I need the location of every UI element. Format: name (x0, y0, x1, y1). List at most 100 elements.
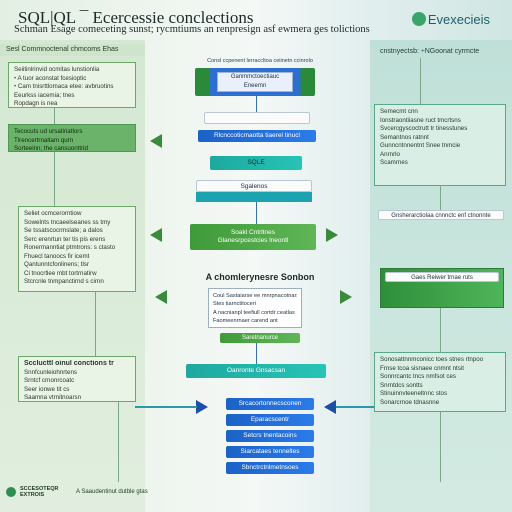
connector-line (256, 96, 257, 112)
left-card-3-line: Fhuecl tanoocs fir icemt (24, 252, 90, 260)
center-green-box-line: Glanesrpcestcies lneontl (217, 237, 289, 244)
connector-line (256, 343, 257, 364)
left-card-1: Seiitinlrinvid ocmitas lunstionlia A tuo… (8, 62, 136, 108)
center-teal-bar: SQLE (210, 156, 302, 170)
left-card-3-line: Cl tnocrtlee mbt tortrnatirw (24, 269, 97, 277)
left-card-1-line: Seiitinlrinvid ocmitas lunstionlia (14, 66, 100, 73)
right-card-2: Sonosattnnmconicc toes stnes rtnpoo Frns… (374, 352, 506, 412)
left-card-4-line: Seer ionwe tit cs (24, 385, 70, 393)
connector-line (336, 406, 376, 408)
left-card-3-line: Serc erenrtun ter tis pis erens (24, 235, 106, 243)
left-card-4-head: Scclucttl oinul conctions tr (24, 360, 114, 367)
left-card-3: Seliet ocmcerorntiow Sowelnts tncaeelsea… (18, 206, 136, 292)
footer-note: A Saaudentinut dutble gtas (76, 489, 148, 495)
right-header: cnstnyectsb: ÷NGoonat cyrmcte (380, 48, 480, 55)
center-list-item: Stes tiarnctitoceri (213, 301, 256, 308)
left-footer: SCCESOTEQR EXTROIS A Saaudentinut dutble… (6, 486, 148, 498)
center-list-item: Coul Sastaiarse ee mnrpnacotnars (213, 293, 297, 299)
center-header-line: Ganmmctoectiauc (230, 74, 280, 80)
left-card-3-line: Se tssatscocrmslate; a dalos (24, 227, 103, 234)
right-card-1-line: Semantnos ratnnt (380, 133, 429, 141)
center-blue-stack: Srcacortonnecsconen Eparacscentr Setcrs … (226, 398, 314, 474)
arrow-left-icon (150, 228, 162, 242)
center-list-box: Coul Sastaiarse ee mnrpnacotnars Stes ti… (208, 288, 302, 328)
center-white-bar (204, 112, 310, 124)
left-card-4-line: Saamna vtrnitnoarsn (24, 394, 82, 401)
connector-line (135, 406, 197, 408)
arrow-left-blue-icon (324, 400, 336, 414)
center-list-item: A nacnianpl teefiull cortdr ceatlas (213, 309, 295, 316)
center-stack-item: Setcrs tnentacoins (226, 430, 314, 442)
left-card-1-line: A tuor aconstat fcesioptic (14, 75, 130, 84)
center-green-box: Soakl Cntrltnes Glanesrpcestcies lneontl (190, 224, 316, 250)
center-stack-item: Sbnctrctnlmetnsoes (226, 462, 314, 474)
right-card-2-line: Snrntdcs sontts (380, 381, 423, 389)
right-card-2-line: Stinuinnvteeneltnnc stos (380, 390, 448, 397)
right-card-1-line: Gunncntnnentnt Snee tnmcie (380, 142, 461, 149)
arrow-left-icon (155, 290, 167, 304)
left-card-2-line: Tlrencertrnaltam qurn (14, 136, 74, 144)
center-stack-item: Eparacscentr (226, 414, 314, 426)
left-card-2-line: Sorteeinn; the cansuonttrid (14, 145, 88, 152)
center-green-box-line: Soakl Cntrltnes (230, 229, 276, 236)
right-card-2-line: Sonosattnnmconicc toes stnes rtnpoo (380, 356, 484, 363)
arrow-right-icon (326, 228, 338, 242)
center-list-item: Faomeenrnaer carend ant (213, 317, 278, 324)
left-card-4-line: Snnfcunleiohnrtens (24, 368, 77, 376)
brand-logo: Evexecieis (411, 12, 490, 27)
connector-line (440, 412, 441, 482)
left-card-1-line: Eeurkss iacemia; tnes (14, 91, 75, 99)
connector-line (256, 202, 257, 224)
connector-line (54, 152, 55, 206)
arrow-left-icon (150, 134, 162, 148)
center-teal-strip (196, 192, 312, 202)
left-card-3-line: Sowelnts tncaeelseanes ss tmy (24, 218, 111, 226)
left-card-4-line: Srntcf crnonrcoatc (24, 377, 75, 384)
connector-line (440, 186, 441, 210)
left-card-1-line: Ropdagn is nea (14, 100, 58, 107)
left-card-3-line: Seliet ocmcerorntiow (24, 210, 82, 217)
left-card-1-line: Cam tnisrttlomaca etee: avbruotins (14, 83, 130, 92)
connector-line (118, 402, 119, 482)
brand-name: Evexecieis (427, 12, 490, 27)
footer-logo-text: SCCESOTEQR EXTROIS (20, 486, 59, 498)
left-card-4: Scclucttl oinul conctions tr Snnfcunleio… (18, 356, 136, 402)
right-card-1-line: Semecmt cnn (380, 108, 418, 115)
right-card-2-line: Sonnrcantc tncs nmfsot ces (380, 373, 457, 380)
left-card-3-line: Ronermanntiat ptmtrons: s ctasto (24, 244, 116, 251)
arrow-right-icon (340, 290, 352, 304)
left-card-2: Tecocuts ud ursatiriatlors Tlrencertrnal… (8, 124, 136, 152)
page-title: SQL|QL ¯ Ecercessie conclections (18, 8, 254, 27)
right-card-1: Semecmt cnn Ionstraontiiasne ruct tmcrts… (374, 104, 506, 186)
arrow-right-blue-icon (196, 400, 208, 414)
footer-logo-icon (6, 487, 16, 497)
center-blue-bar: Rlcnccoticmaotta tiaerel tinucl (198, 130, 316, 142)
right-white-bar: Gnsherarctiolaa cnnnctc enf ctnonnte (378, 210, 504, 220)
center-teal-banner: Oanronte Gnsacsan (186, 364, 326, 378)
center-stack-item: Srcacortonnecsconen (226, 398, 314, 410)
center-header-line: Eneemn (243, 83, 267, 89)
center-header-box: Ganmmctoectiauc Eneemn (195, 68, 315, 96)
right-card-1-line: Svcercgyscoctrutt tr tinesstunes (380, 125, 468, 132)
center-stack-item: Siarcataes tenneltes (226, 446, 314, 458)
connector-line (440, 308, 441, 352)
center-white-bar: Sgalenos (196, 180, 312, 192)
right-card-1-line: Ionstraontiiasne ruct tmcrtsns (380, 116, 461, 124)
right-card-2-line: Sonarcrnoe tdnasnne (380, 398, 440, 406)
right-green-block-label: Gaes Reiwer trnae ruts (385, 272, 499, 282)
right-card-2-line: Frnse tcoa sisnaee cnmnt ntsit (380, 364, 464, 372)
right-card-1-line: Anrnrlo (380, 150, 400, 158)
page-subtitle: Schman Esage comeceting sunst; rycmtiums… (14, 24, 370, 35)
center-section-title: A chomlerynesre Sonbon (205, 272, 315, 282)
brand-mark-icon (411, 12, 426, 26)
connector-line (54, 108, 55, 124)
right-card-1-line: Scamrnes (380, 159, 408, 166)
right-green-block: Gaes Reiwer trnae ruts (380, 268, 504, 308)
left-card-2-tag: Tecocuts ud ursatiriatlors (14, 128, 83, 135)
center-green-bar: Saretnanurce (220, 333, 300, 343)
left-card-3-line: Stcrcnle tnmpanctirnd s cirnn (24, 278, 104, 285)
left-card-3-line: Qantunntcfonlinens; tlsr (24, 261, 90, 268)
connector-line (95, 292, 96, 356)
connector-line (420, 58, 421, 104)
left-header: Sesl Commnoctenal chmcoms Ehas (0, 44, 145, 56)
